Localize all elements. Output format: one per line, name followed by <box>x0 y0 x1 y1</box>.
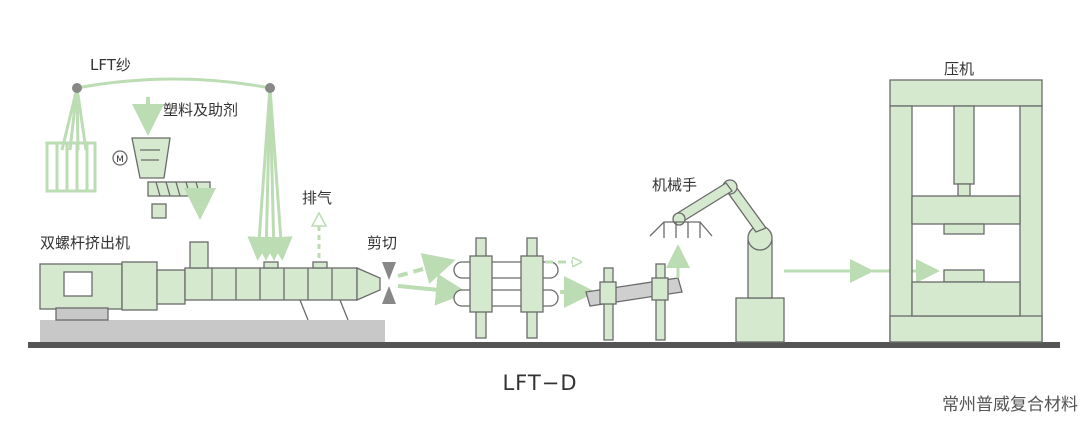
extruder-base <box>40 320 385 342</box>
motor-icon <box>112 150 128 166</box>
label-cutting: 剪切 <box>367 234 397 252</box>
cutter <box>382 262 396 304</box>
extruder <box>39 241 381 321</box>
diagram-caption: LFT−D <box>502 371 577 395</box>
label-plastics-additives: 塑料及助剂 <box>163 101 238 119</box>
label-venting: 排气 <box>302 189 332 207</box>
label-lft-yarn: LFT纱 <box>90 56 131 74</box>
ground-line <box>28 342 1060 348</box>
press <box>889 79 1043 343</box>
conveyor-rollers <box>453 237 559 339</box>
label-twin-screw-extruder: 双螺杆挤出机 <box>40 234 130 252</box>
yarn-path <box>76 77 293 261</box>
right-pulley <box>265 83 275 93</box>
yarn-creel <box>45 87 97 193</box>
label-manipulator: 机械手 <box>652 176 697 194</box>
transfer-conveyor <box>585 263 683 341</box>
motor-symbol: M <box>116 155 124 165</box>
robot-gripper <box>649 221 713 238</box>
watermark: 常州普威复合材料 <box>942 395 1078 415</box>
cut-flow-arrow <box>397 273 468 306</box>
label-press: 压机 <box>944 60 974 78</box>
vent-arrow <box>310 211 328 258</box>
robot-arm <box>672 179 785 343</box>
left-pulley <box>72 83 82 93</box>
cut-flow-arrow-dashed <box>397 253 456 284</box>
